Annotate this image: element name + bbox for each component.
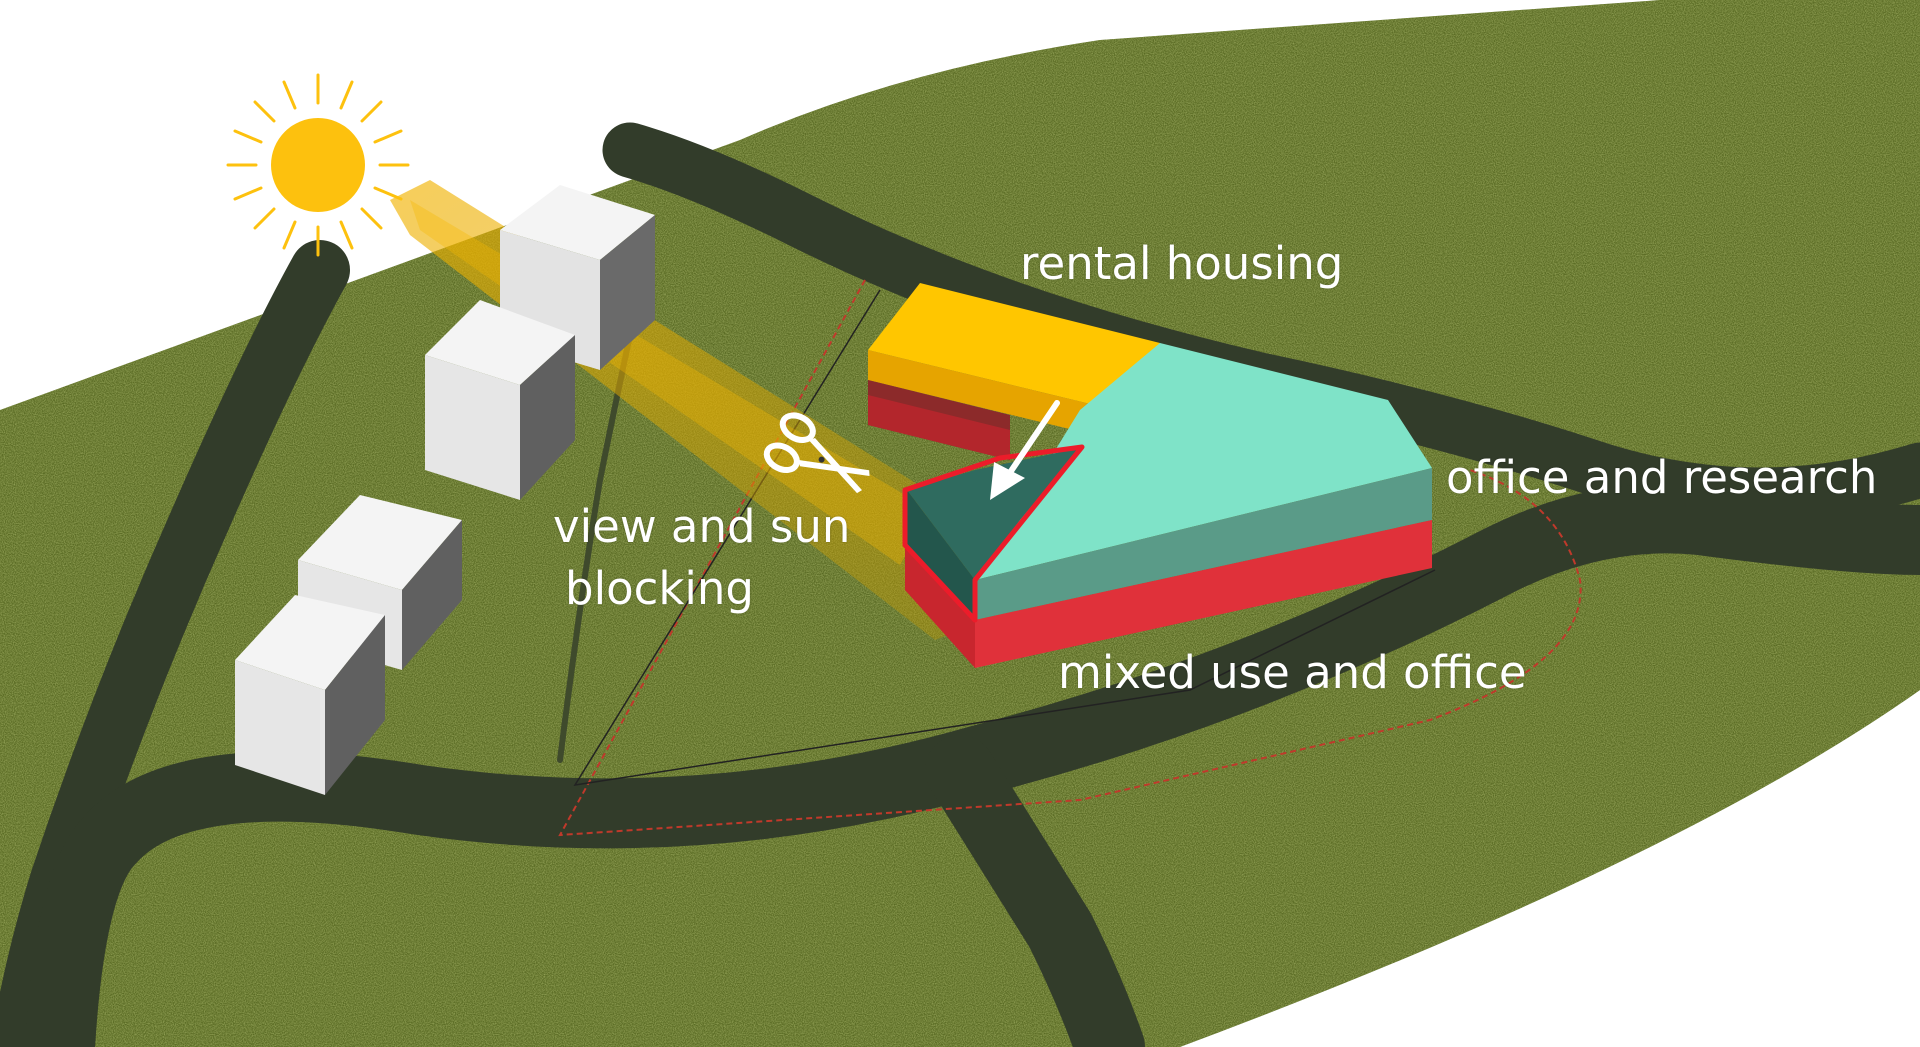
label-rental-housing: rental housing [1020, 237, 1344, 290]
cutout-wedge [902, 444, 1085, 623]
site-boundary [558, 279, 1582, 837]
scissors-icon [763, 412, 870, 494]
label-mixed-use: mixed use and office [1058, 646, 1527, 699]
neighbor-building [425, 300, 575, 500]
label-view-sun-line2: blocking [565, 562, 754, 615]
proposed-building [868, 283, 1432, 668]
mixed-use-block [905, 520, 1432, 668]
label-office-research: office and research [1446, 451, 1878, 504]
label-view-sun-blocking: view and sun blocking [553, 496, 883, 620]
neighbor-buildings [235, 185, 655, 795]
sun-icon [226, 73, 410, 257]
neighbor-building [235, 595, 385, 795]
arrow-icon [990, 400, 1060, 500]
rental-housing-block [868, 283, 1160, 440]
label-view-sun-line1: view and sun [553, 500, 851, 553]
office-research-block [975, 343, 1432, 620]
rental-base-block [868, 380, 1010, 460]
